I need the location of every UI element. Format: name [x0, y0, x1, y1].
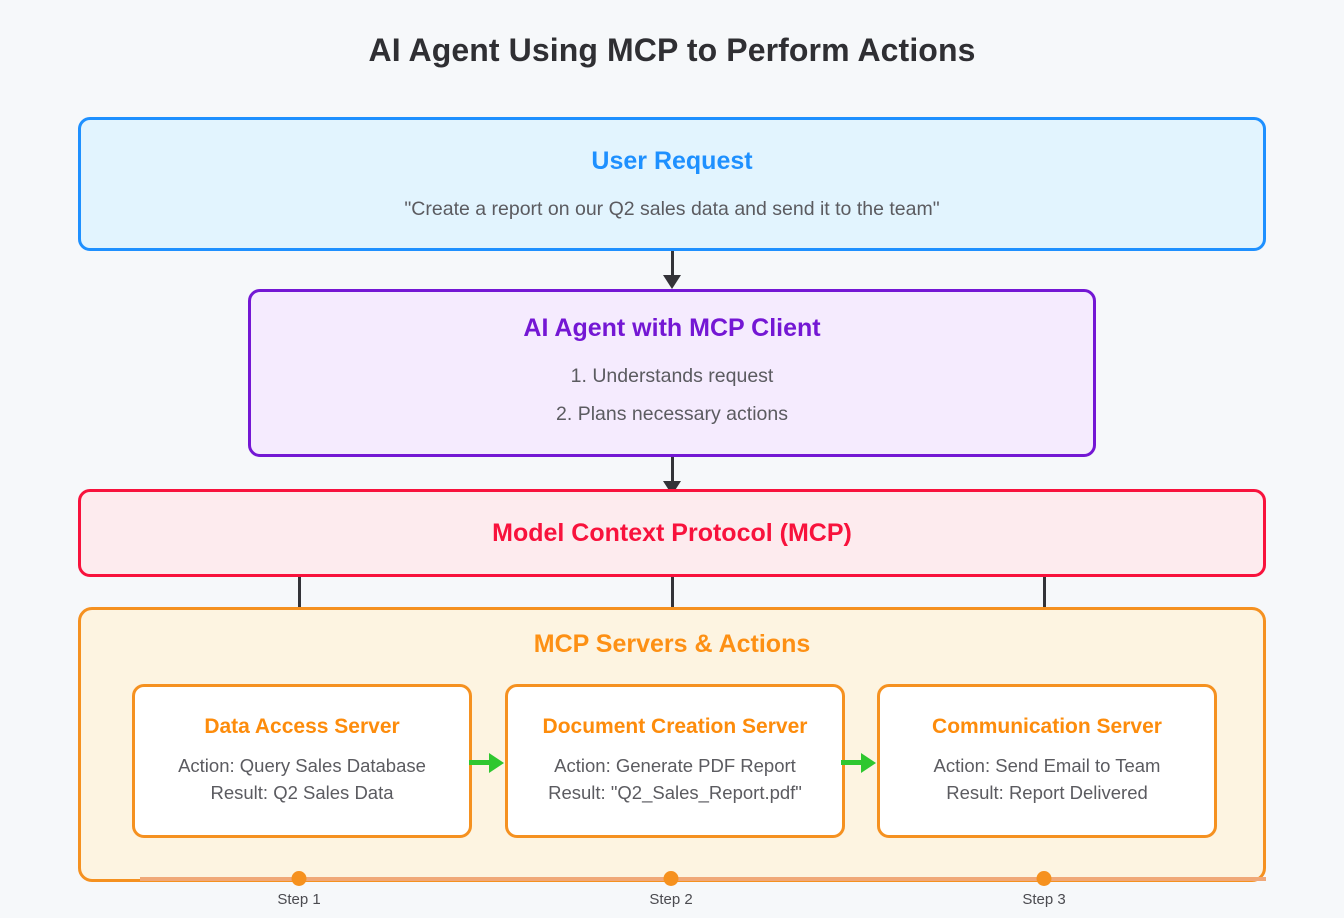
flow-arrow-card1-to-card2-head — [861, 752, 876, 773]
step-label: Step 2 — [649, 891, 693, 908]
mcp-protocol-title: Model Context Protocol (MCP) — [492, 519, 852, 547]
page-title: AI Agent Using MCP to Perform Actions — [368, 32, 976, 68]
node-mcp-protocol[interactable]: Model Context Protocol (MCP) — [78, 489, 1266, 577]
card-document-creation-server[interactable]: Document Creation Server Action: Generat… — [505, 684, 845, 838]
ai-agent-step-2: 2. Plans necessary actions — [556, 403, 788, 425]
card-result: Result: Q2 Sales Data — [210, 782, 394, 803]
node-user-request[interactable]: User Request "Create a report on our Q2 … — [78, 117, 1266, 251]
card-action: Action: Generate PDF Report — [554, 755, 796, 777]
user-request-quote: "Create a report on our Q2 sales data an… — [404, 197, 940, 220]
card-action: Action: Send Email to Team — [933, 755, 1161, 777]
ai-agent-step-1: 1. Understands request — [570, 364, 774, 387]
flow-arrow-card0-to-card1-head — [489, 752, 504, 773]
user-request-title: User Request — [591, 146, 753, 175]
mcp-servers-group-title: MCP Servers & Actions — [533, 630, 811, 658]
card-title: Data Access Server — [204, 715, 400, 739]
step-dot-icon — [1036, 871, 1052, 886]
card-title: Document Creation Server — [542, 715, 808, 739]
card-communication-server[interactable]: Communication Server Action: Send Email … — [877, 684, 1217, 838]
card-result: Result: Report Delivered — [946, 782, 1148, 803]
node-ai-agent[interactable]: AI Agent with MCP Client 1. Understands … — [248, 289, 1096, 457]
connector-user-to-agent — [670, 251, 674, 277]
step-label: Step 3 — [1022, 891, 1066, 908]
card-data-access-server[interactable]: Data Access Server Action: Query Sales D… — [132, 684, 472, 838]
card-action: Action: Query Sales Database — [178, 755, 426, 777]
ai-agent-title: AI Agent with MCP Client — [523, 313, 821, 342]
step-dot-icon — [291, 871, 307, 886]
node-mcp-servers-group: MCP Servers & Actions Data Access Server… — [78, 607, 1266, 882]
connector-user-to-agent-arrowhead — [663, 275, 681, 289]
card-result: Result: "Q2_Sales_Report.pdf" — [548, 782, 802, 803]
step-label: Step 1 — [277, 891, 321, 908]
card-title: Communication Server — [932, 715, 1162, 739]
flow-arrow-card0-to-card1-line — [469, 760, 491, 765]
step-dot-icon — [663, 871, 679, 886]
flow-arrow-card1-to-card2-line — [841, 760, 863, 765]
step-timeline-line — [140, 877, 1266, 881]
connector-agent-to-protocol — [670, 457, 674, 483]
